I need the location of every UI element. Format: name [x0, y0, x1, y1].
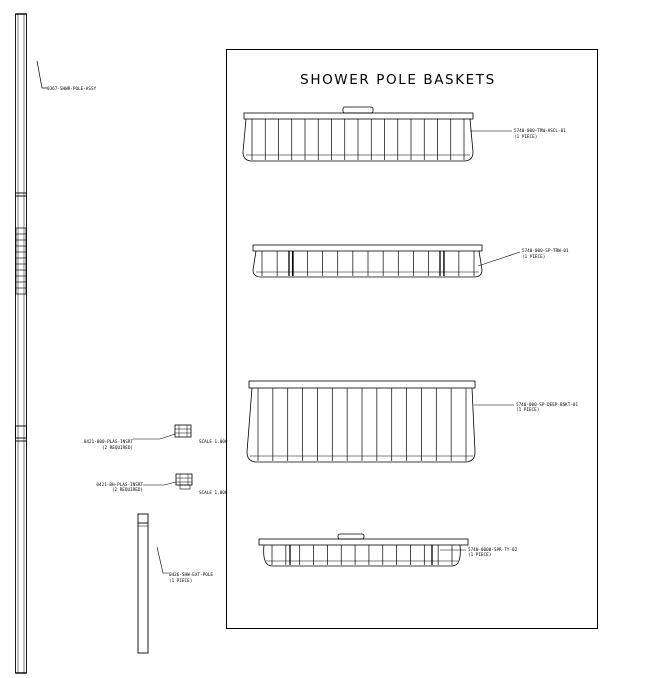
basket-2-wires — [261, 251, 475, 276]
insert-2-scale-label: SCALE 1.000 — [199, 490, 228, 496]
basket-4-drawing — [258, 533, 469, 567]
plastic-insert-2 — [143, 473, 193, 490]
basket-1-drawing — [242, 106, 474, 162]
extension-pole-qty-label: (1 PIECE) — [169, 578, 192, 584]
extension-pole — [137, 513, 169, 654]
basket-4-qty-label: (1 PIECE) — [468, 552, 491, 558]
insert-1-qty-label: (2 REQUIRED) — [102, 445, 133, 451]
basket-3-qty-label: (1 PIECE) — [516, 407, 539, 413]
basket-2-part-label: 5740-000-SP-TRW-01 — [522, 248, 569, 254]
pole-label: 0367-SHWR-POLE-ASSY — [47, 86, 97, 92]
basket-3-wires — [257, 388, 467, 461]
basket-4-wires — [271, 545, 453, 565]
drawing-frame — [226, 49, 598, 629]
basket-2-drawing — [252, 244, 483, 278]
insert-2-qty-label: (2 REQUIRED) — [112, 487, 143, 493]
basket-4-part-label: 5740-0000-SPR-TY-02 — [468, 547, 518, 553]
insert-2-part-label: 0421-BH-PLAS-INSRT — [96, 482, 143, 488]
basket-1-part-label: 5740-000-TRW-ASCL-01 — [514, 128, 566, 134]
basket-2-qty-label: (1 PIECE) — [522, 254, 545, 260]
pole-label-leader — [36, 60, 47, 89]
plastic-insert-1 — [133, 424, 192, 440]
basket-1-wires — [251, 119, 465, 160]
basket-1-qty-label: (1 PIECE) — [514, 134, 537, 140]
insert-1-part-label: 0421-000-PLAS-INSRT — [84, 439, 134, 445]
drawing-title: SHOWER POLE BASKETS — [300, 72, 496, 88]
insert-1-scale-label: SCALE 1.000 — [199, 439, 228, 445]
basket-3-part-label: 5740-000-SP-DEEP-BSKT-01 — [516, 402, 578, 408]
basket-3-drawing — [246, 380, 476, 463]
shower-pole-assembly — [15, 13, 27, 674]
extension-pole-part-label: 0426-SHW-EXT-POLE — [169, 572, 213, 578]
basket-2-leader — [477, 251, 521, 267]
